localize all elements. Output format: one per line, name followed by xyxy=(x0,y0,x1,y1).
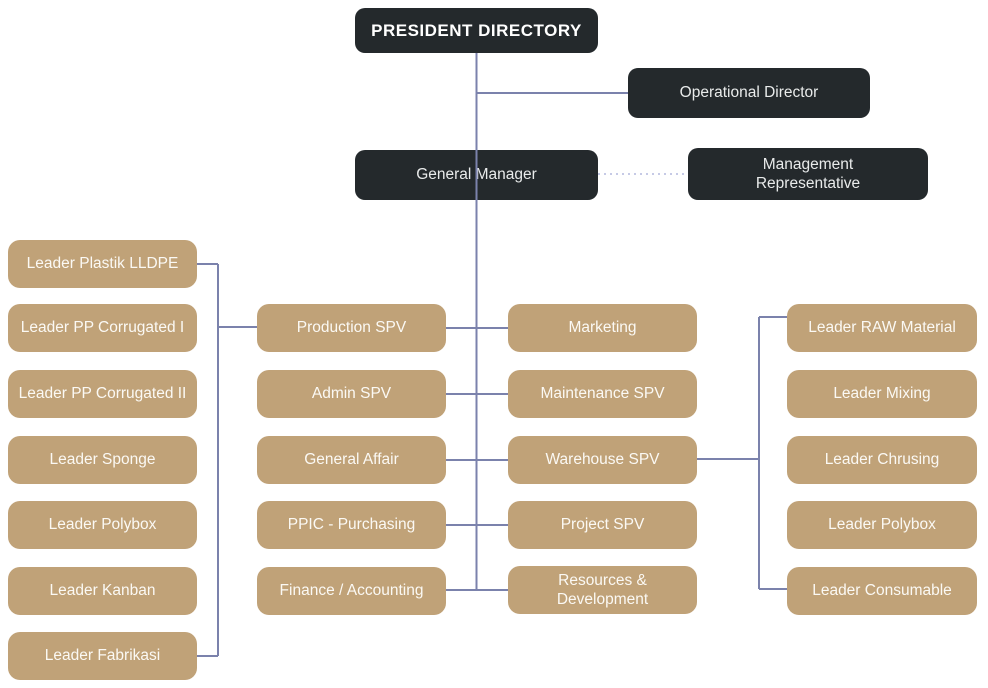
org-node-ppic-purchasing: PPIC - Purchasing xyxy=(257,501,446,549)
